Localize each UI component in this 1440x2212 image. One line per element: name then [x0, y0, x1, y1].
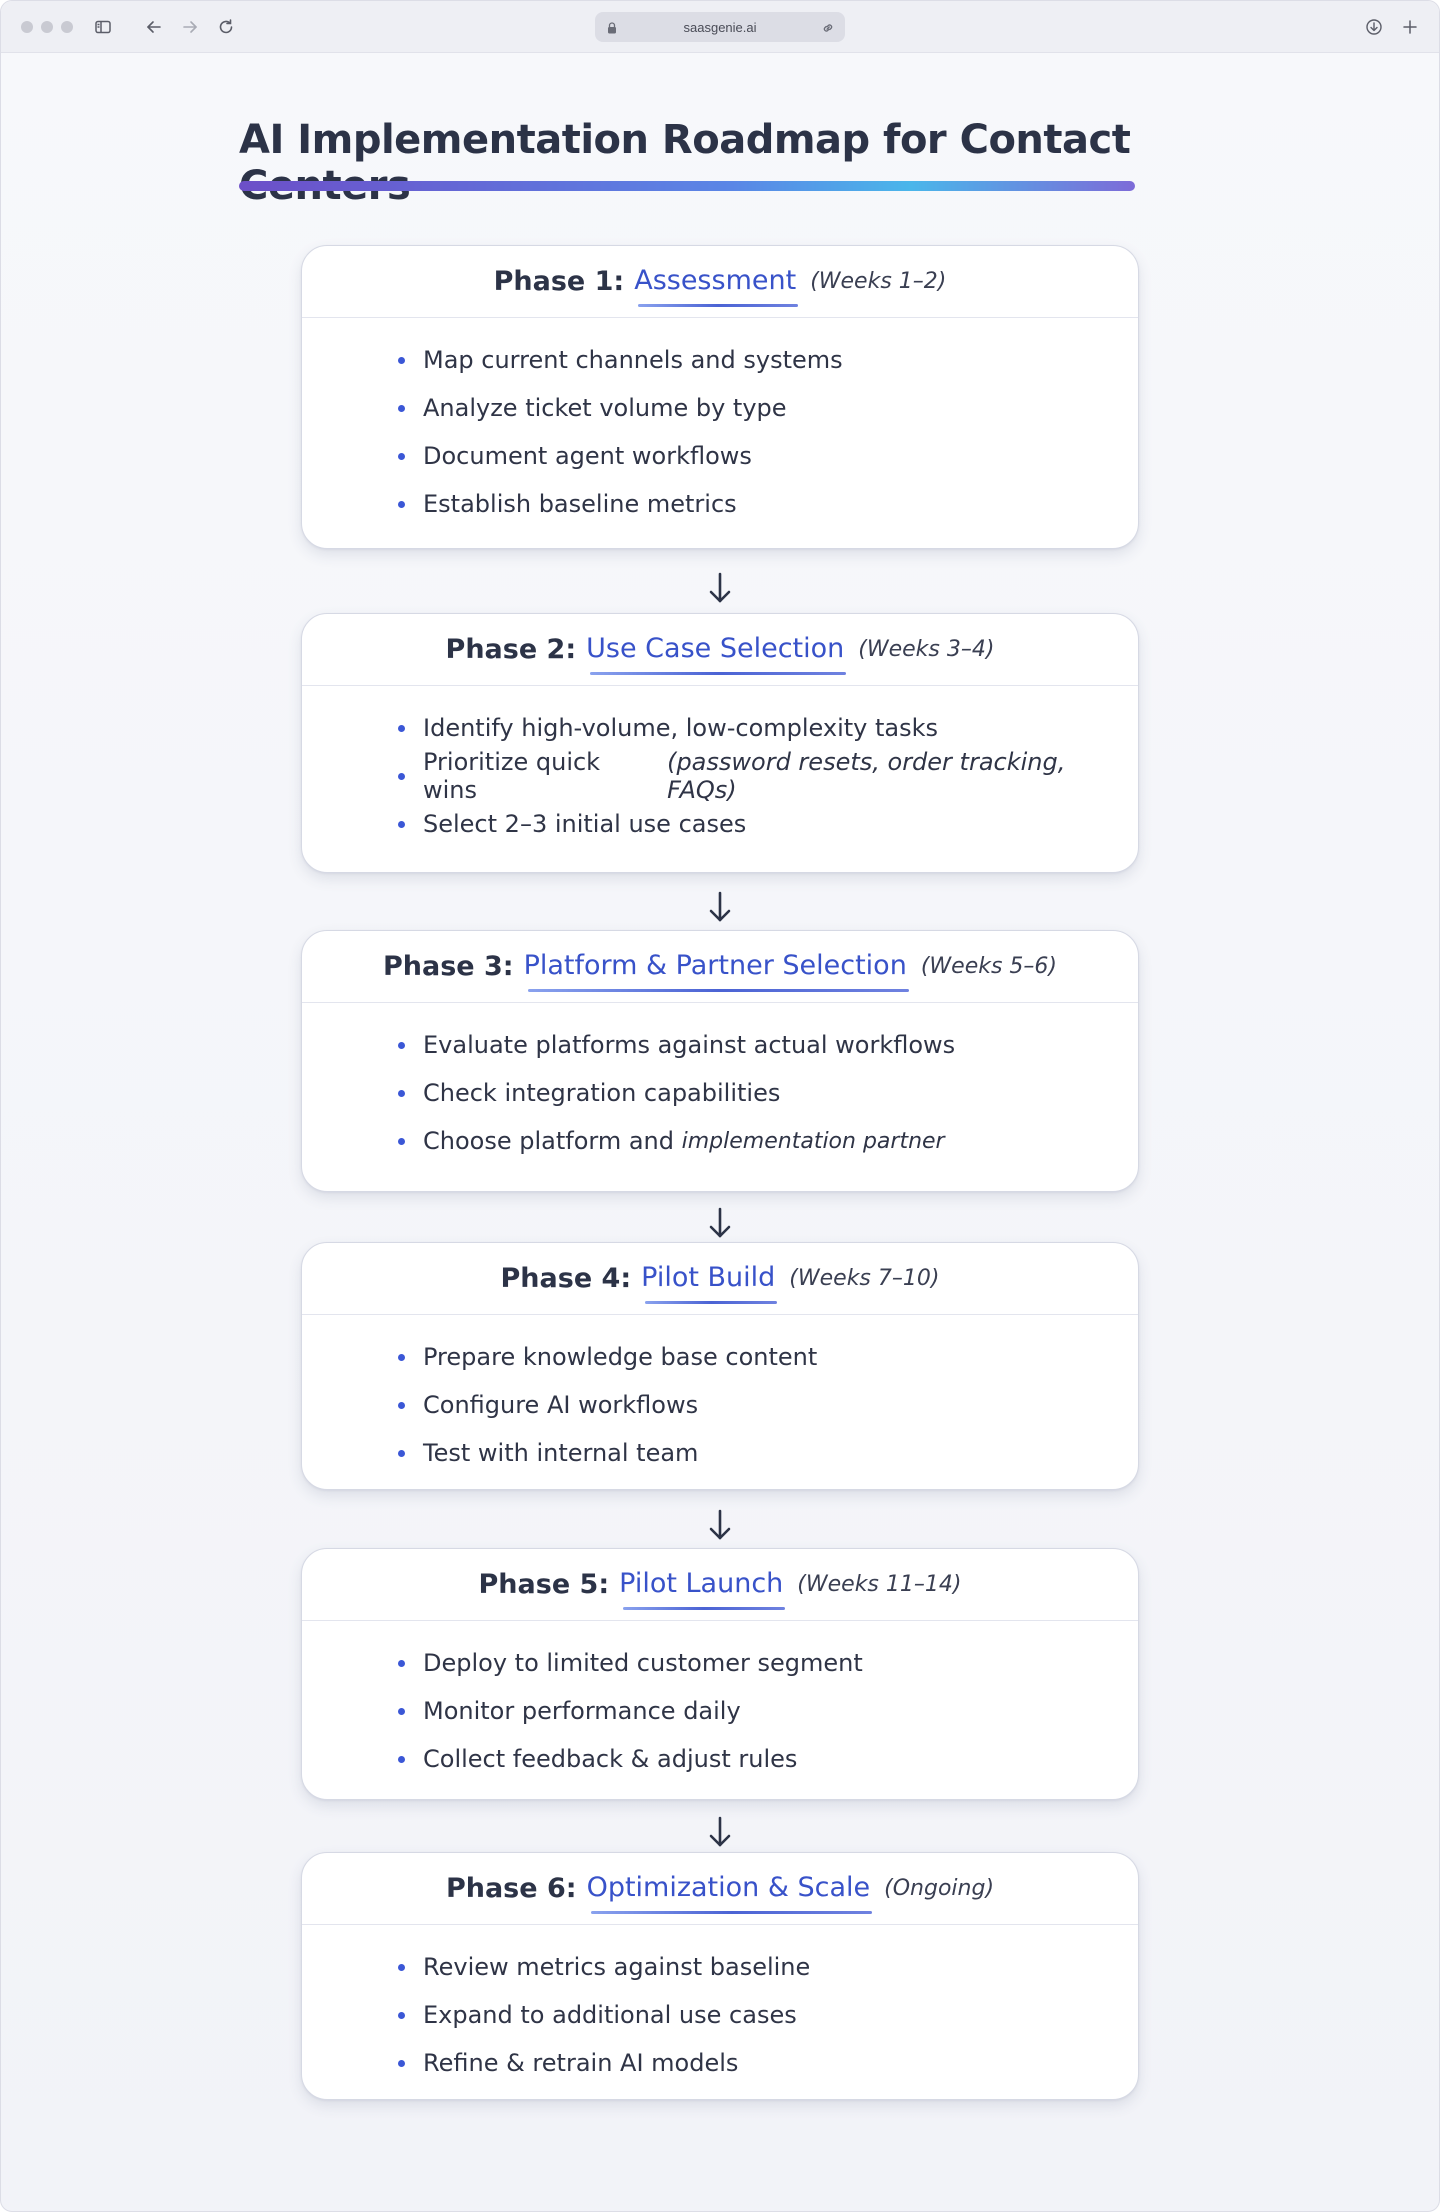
forward-arrow-icon[interactable] — [178, 15, 202, 39]
reload-icon[interactable] — [214, 15, 238, 39]
bullet-dot-icon — [398, 1353, 405, 1361]
phase-number: Phase 6: — [445, 1873, 577, 1904]
down-arrow-icon — [707, 1815, 733, 1849]
minimize-window-dot[interactable] — [41, 21, 53, 33]
link-icon[interactable] — [821, 20, 835, 34]
phase-duration: (Weeks 1–2) — [810, 269, 947, 294]
down-arrow-icon — [707, 1206, 733, 1240]
list-item: Choose platform and implementation partn… — [398, 1117, 1138, 1165]
phase-card-3: Phase 3: Platform & Partner Selection (W… — [301, 930, 1139, 1192]
list-item: Prioritize quick wins (password resets, … — [398, 748, 1138, 804]
list-item: Collect feedback & adjust rules — [398, 1735, 1138, 1783]
phase-duration: (Weeks 7–10) — [789, 1266, 940, 1291]
down-arrow-icon — [707, 571, 733, 605]
bullet-dot-icon — [398, 356, 405, 364]
phase-name: Optimization & Scale — [586, 1872, 872, 1914]
phase-card-2: Phase 2: Use Case Selection (Weeks 3–4) … — [301, 613, 1139, 873]
bullet-dot-icon — [398, 1041, 405, 1049]
phase-task-list: Deploy to limited customer segment Monit… — [302, 1621, 1138, 1783]
zoom-window-dot[interactable] — [61, 21, 73, 33]
bullet-dot-icon — [398, 1707, 405, 1715]
phase-header: Phase 5: Pilot Launch (Weeks 11–14) — [302, 1549, 1138, 1621]
list-item: Document agent workflows — [398, 432, 1138, 480]
sidebar-toggle-icon[interactable] — [91, 15, 115, 39]
bullet-dot-icon — [398, 772, 405, 780]
list-item: Map current channels and systems — [398, 336, 1138, 384]
list-item: Evaluate platforms against actual workfl… — [398, 1021, 1138, 1069]
bullet-dot-icon — [398, 404, 405, 412]
down-arrow-icon — [707, 890, 733, 924]
bullet-dot-icon — [398, 1449, 405, 1457]
phase-duration: (Weeks 3–4) — [858, 637, 995, 662]
phase-number: Phase 3: — [382, 951, 514, 982]
bullet-dot-icon — [398, 1401, 405, 1409]
bullet-dot-icon — [398, 1089, 405, 1097]
phase-number: Phase 1: — [493, 266, 625, 297]
list-item: Check integration capabilities — [398, 1069, 1138, 1117]
phase-duration: (Weeks 11–14) — [797, 1572, 962, 1597]
phase-header: Phase 4: Pilot Build (Weeks 7–10) — [302, 1243, 1138, 1315]
phase-header: Phase 1: Assessment (Weeks 1–2) — [302, 246, 1138, 318]
bullet-dot-icon — [398, 1137, 405, 1145]
list-item: Configure AI workflows — [398, 1381, 1138, 1429]
item-note: (password resets, order tracking, FAQs) — [667, 748, 1066, 804]
phase-number: Phase 5: — [478, 1569, 610, 1600]
phase-header: Phase 6: Optimization & Scale (Ongoing) — [302, 1853, 1138, 1925]
close-window-dot[interactable] — [21, 21, 33, 33]
list-item: Analyze ticket volume by type — [398, 384, 1138, 432]
phase-duration: (Weeks 5–6) — [920, 954, 1058, 979]
bullet-dot-icon — [398, 452, 405, 460]
back-arrow-icon[interactable] — [142, 15, 166, 39]
phase-task-list: Identify high-volume, low-complexity tas… — [302, 686, 1138, 848]
phase-task-list: Evaluate platforms against actual workfl… — [302, 1003, 1138, 1165]
bullet-dot-icon — [398, 1755, 405, 1763]
phase-header: Phase 3: Platform & Partner Selection (W… — [302, 931, 1138, 1003]
bullet-dot-icon — [398, 820, 405, 828]
bullet-dot-icon — [398, 500, 405, 508]
phase-task-list: Prepare knowledge base content Configure… — [302, 1315, 1138, 1477]
list-item: Expand to additional use cases — [398, 1991, 1138, 2039]
list-item: Monitor performance daily — [398, 1687, 1138, 1735]
phase-task-list: Review metrics against baseline Expand t… — [302, 1925, 1138, 2087]
address-url: saasgenie.ai — [683, 19, 757, 35]
phase-name: Assessment — [634, 265, 799, 307]
page-title: AI Implementation Roadmap for Contact Ce… — [239, 117, 1131, 209]
list-item: Test with internal team — [398, 1429, 1138, 1477]
phase-card-4: Phase 4: Pilot Build (Weeks 7–10) Prepar… — [301, 1242, 1139, 1490]
browser-toolbar: saasgenie.ai — [1, 1, 1439, 53]
phase-name: Platform & Partner Selection — [523, 950, 910, 992]
new-tab-plus-icon[interactable] — [1398, 15, 1422, 39]
item-note: implementation partner — [681, 1128, 945, 1154]
download-icon[interactable] — [1362, 15, 1386, 39]
bullet-dot-icon — [398, 724, 405, 732]
phase-header: Phase 2: Use Case Selection (Weeks 3–4) — [302, 614, 1138, 686]
phase-duration: (Ongoing) — [884, 1876, 995, 1901]
list-item: Refine & retrain AI models — [398, 2039, 1138, 2087]
list-item: Prepare knowledge base content — [398, 1333, 1138, 1381]
phase-name: Use Case Selection — [586, 633, 847, 675]
phase-number: Phase 4: — [500, 1263, 632, 1294]
list-item: Identify high-volume, low-complexity tas… — [398, 704, 1138, 752]
list-item: Review metrics against baseline — [398, 1943, 1138, 1991]
address-bar[interactable]: saasgenie.ai — [595, 12, 845, 42]
list-item: Deploy to limited customer segment — [398, 1639, 1138, 1687]
lock-icon — [605, 20, 619, 34]
bullet-dot-icon — [398, 2059, 405, 2067]
title-gradient-underline — [239, 181, 1135, 191]
list-item: Establish baseline metrics — [398, 480, 1138, 528]
phase-task-list: Map current channels and systems Analyze… — [302, 318, 1138, 528]
bullet-dot-icon — [398, 1963, 405, 1971]
bullet-dot-icon — [398, 2011, 405, 2019]
phase-card-5: Phase 5: Pilot Launch (Weeks 11–14) Depl… — [301, 1548, 1139, 1800]
bullet-dot-icon — [398, 1659, 405, 1667]
phase-name: Pilot Launch — [619, 1568, 786, 1610]
phase-name: Pilot Build — [641, 1262, 778, 1304]
phase-card-1: Phase 1: Assessment (Weeks 1–2) Map curr… — [301, 245, 1139, 549]
phase-card-6: Phase 6: Optimization & Scale (Ongoing) … — [301, 1852, 1139, 2100]
phase-number: Phase 2: — [445, 634, 577, 665]
down-arrow-icon — [707, 1508, 733, 1542]
list-item: Select 2–3 initial use cases — [398, 800, 1138, 848]
